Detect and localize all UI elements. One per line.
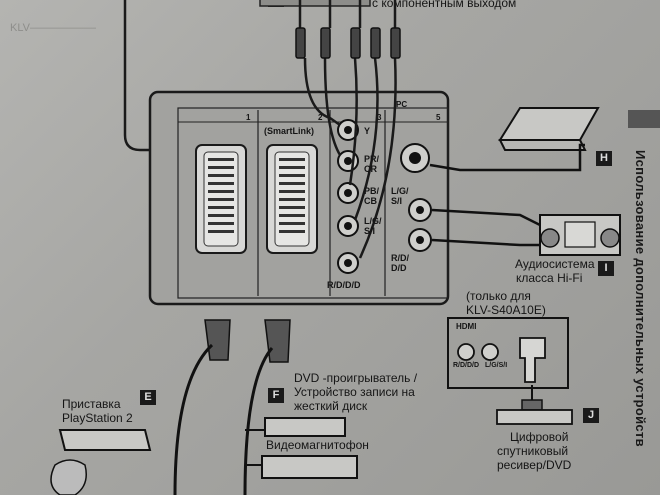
sat-line2: спутниковый bbox=[497, 444, 569, 458]
top-caption: с компонентным выходом bbox=[372, 0, 517, 10]
port-3-label: 3 bbox=[377, 113, 382, 122]
port-5-label: 5 bbox=[436, 113, 441, 122]
dvd-line3: жесткий диск bbox=[294, 399, 368, 413]
sat-line3: ресивер/DVD bbox=[497, 458, 572, 472]
pc-rd-label: R/D/ bbox=[391, 253, 409, 263]
hdmi-rddd-label: R/D/D/D bbox=[453, 362, 480, 369]
port-2-label: 2 bbox=[318, 113, 323, 122]
label-i: I bbox=[598, 261, 614, 276]
hdmi-lgsi-label: L/G/S/I bbox=[485, 362, 508, 369]
dvd-line1: DVD -проигрыватель / bbox=[294, 371, 418, 385]
sidebar-tab bbox=[628, 110, 660, 128]
cr-label: CR bbox=[364, 164, 377, 174]
hifi-line1: Аудиосистема bbox=[515, 257, 595, 271]
label-e: E bbox=[140, 390, 156, 405]
pc-si-label: S/I bbox=[391, 196, 403, 206]
lgs-label: L/G/ bbox=[364, 216, 382, 226]
klv-line1: (только для bbox=[466, 289, 531, 303]
hifi-line2: класса Hi-Fi bbox=[516, 271, 583, 285]
ps2-line2: PlayStation 2 bbox=[62, 411, 133, 425]
port-1-label: 1 bbox=[246, 113, 251, 122]
pc-dd-label: D/D bbox=[391, 263, 407, 273]
ghost-text: KLV—————— bbox=[10, 22, 96, 34]
sidebar-title: Использование дополнительных устройств bbox=[633, 150, 648, 447]
pb-label: PB/ bbox=[364, 186, 380, 196]
pr-label: PR/ bbox=[364, 154, 380, 164]
label-h: H bbox=[596, 151, 612, 166]
dvd-line2: Устройство записи на bbox=[294, 385, 415, 399]
pc-label: PC bbox=[396, 100, 408, 109]
sat-line1: Цифровой bbox=[510, 430, 569, 444]
vcr-label: Видеомагнитофон bbox=[266, 438, 369, 452]
y-label: Y bbox=[364, 126, 371, 136]
cb-label: CB bbox=[364, 196, 377, 206]
hdmi-label: HDMI bbox=[456, 322, 477, 331]
si-label: S/I bbox=[364, 226, 376, 236]
ps2-line1: Приставка bbox=[62, 397, 121, 411]
pc-lgs-label: L/G/ bbox=[391, 186, 409, 196]
rddd-label: R/D/D/D bbox=[327, 280, 361, 290]
smartlink-label: (SmartLink) bbox=[264, 126, 315, 136]
klv-line2: KLV-S40A10E) bbox=[466, 303, 546, 317]
label-f: F bbox=[268, 388, 284, 403]
label-j: J bbox=[583, 408, 599, 423]
